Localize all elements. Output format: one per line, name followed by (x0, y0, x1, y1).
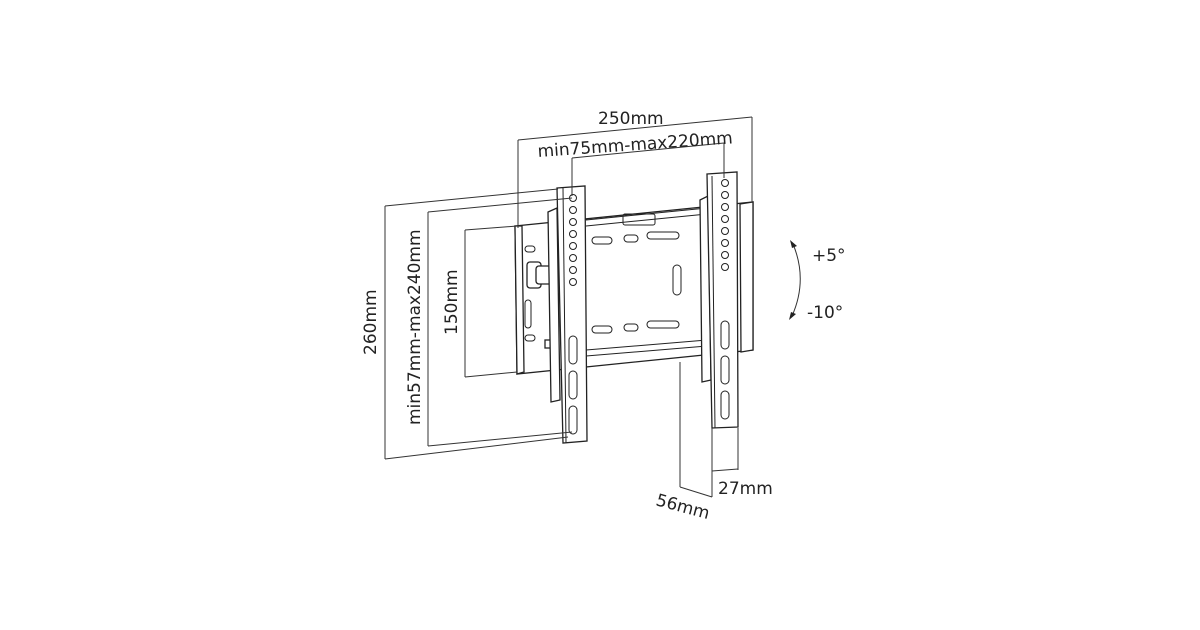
mounting-hole (569, 278, 577, 286)
label-vesa-horizontal: min75mm-max220mm (537, 128, 733, 162)
mounting-hole (721, 227, 729, 235)
mounting-slot (720, 355, 730, 385)
right-vertical-arm (699, 171, 739, 429)
label-vesa-vertical: min57mm-max240mm (405, 229, 425, 425)
mounting-hole (721, 203, 729, 211)
label-tilt-down: -10° (807, 303, 843, 323)
mounting-slot (568, 335, 578, 365)
label-overall-height: 260mm (361, 289, 381, 355)
mounting-hole (721, 179, 729, 187)
mounting-hole (721, 263, 729, 271)
label-plate-height: 150mm (442, 269, 462, 335)
mounting-hole (569, 254, 577, 262)
label-tilt-up: +5° (812, 246, 846, 266)
mounting-hole (569, 206, 577, 214)
mounting-hole (569, 230, 577, 238)
label-max-depth: 56mm (654, 491, 712, 524)
mounting-hole (721, 215, 729, 223)
mounting-hole (721, 191, 729, 199)
mounting-hole (721, 251, 729, 259)
mounting-slot (568, 405, 578, 435)
mounting-slot (568, 370, 578, 400)
label-min-depth: 27mm (718, 479, 773, 499)
dimension-lines (384, 116, 753, 498)
mounting-hole (569, 242, 577, 250)
mounting-hole (569, 266, 577, 274)
left-vertical-arm (547, 185, 588, 444)
tilt-arc-arrow (789, 240, 801, 320)
label-overall-width: 250mm (598, 109, 664, 129)
mounting-hole (569, 218, 577, 226)
mounting-hole (721, 239, 729, 247)
mounting-slot (720, 320, 730, 350)
tilt-knob (526, 261, 554, 349)
mounting-slot (720, 390, 730, 420)
